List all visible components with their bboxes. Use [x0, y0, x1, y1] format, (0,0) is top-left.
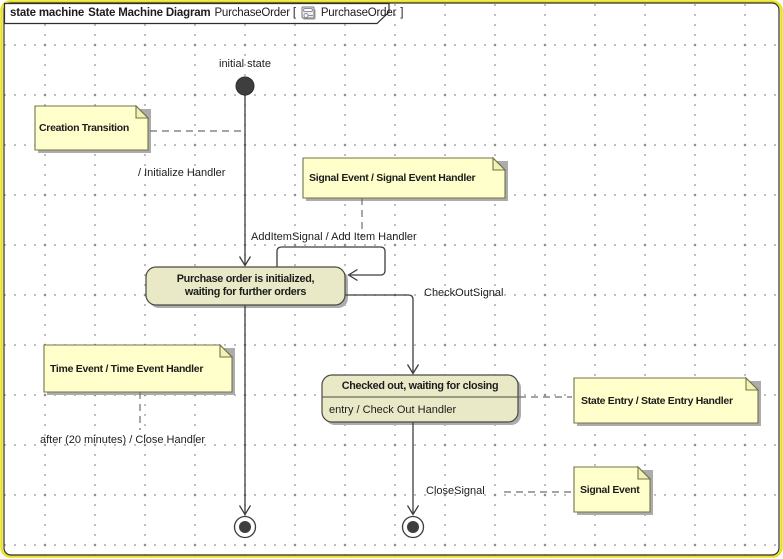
note-fold — [492, 156, 507, 171]
note-creation-transition-text[interactable]: Creation Transition — [39, 122, 129, 134]
initial-state-node[interactable] — [235, 76, 255, 96]
diagram-context-suffix: ] — [400, 7, 404, 19]
final-state-inner — [407, 521, 419, 533]
note-fold — [135, 104, 150, 119]
transition-label-after-close[interactable]: after (20 minutes) / Close Handler — [40, 434, 206, 446]
note-signal-event-handler-text[interactable]: Signal Event / Signal Event Handler — [309, 172, 476, 184]
transition-label-initialize[interactable]: / Initialize Handler — [138, 167, 226, 179]
note-fold — [745, 376, 760, 391]
note-fold — [219, 343, 234, 358]
state-checked-out-name[interactable]: Checked out, waiting for closing — [341, 380, 499, 392]
note-creation-transition[interactable] — [34, 105, 149, 151]
transition-checkout[interactable] — [345, 294, 414, 372]
diagram-type-label: State Machine Diagram — [88, 7, 211, 19]
frame-kind-label: state machine — [10, 7, 85, 19]
note-time-event[interactable] — [43, 344, 233, 393]
state-purchase-order[interactable] — [145, 266, 346, 306]
final-state-inner — [239, 521, 251, 533]
diagram-context-prefix: PurchaseOrder [ — [214, 7, 296, 19]
arrowhead — [406, 505, 420, 516]
arrowhead — [238, 505, 252, 516]
note-time-event-text[interactable]: Time Event / Time Event Handler — [50, 362, 204, 375]
state-machine-diagram-icon — [301, 6, 316, 21]
note-signal-event[interactable] — [573, 466, 651, 513]
transition-label-close-signal[interactable]: CloseSignal — [426, 485, 485, 497]
arrowhead — [238, 256, 252, 267]
note-state-entry-text[interactable]: State Entry / State Entry Handler — [581, 394, 733, 407]
diagram-context-name: PurchaseOrder — [320, 7, 397, 19]
state-purchase-order-line2: waiting for further orders — [184, 286, 307, 298]
note-state-entry[interactable] — [573, 377, 759, 424]
transition-self-add-item[interactable] — [276, 246, 386, 276]
state-purchase-order-line1: Purchase order is initialized, — [176, 273, 315, 285]
note-fold — [637, 465, 652, 480]
note-signal-event-text[interactable]: Signal Event — [580, 483, 640, 496]
transition-label-add-item[interactable]: AddItemSignal / Add Item Handler — [251, 231, 417, 243]
note-signal-event-handler[interactable] — [302, 157, 506, 199]
frame-heading-tab[interactable] — [3, 2, 390, 25]
state-purchase-order-name[interactable]: Purchase order is initialized, waiting f… — [146, 267, 345, 305]
transition-label-check-out[interactable]: CheckOutSignal — [424, 287, 504, 299]
frame-heading[interactable]: state machine State Machine Diagram Purc… — [10, 4, 403, 22]
arrowhead — [406, 364, 420, 375]
diagram-frame — [3, 2, 780, 556]
state-checked-out-entry-action[interactable]: entry / Check Out Handler — [329, 403, 457, 416]
arrowhead — [347, 268, 358, 282]
state-checked-out[interactable] — [321, 374, 519, 423]
initial-state-label[interactable]: initial state — [219, 58, 271, 70]
